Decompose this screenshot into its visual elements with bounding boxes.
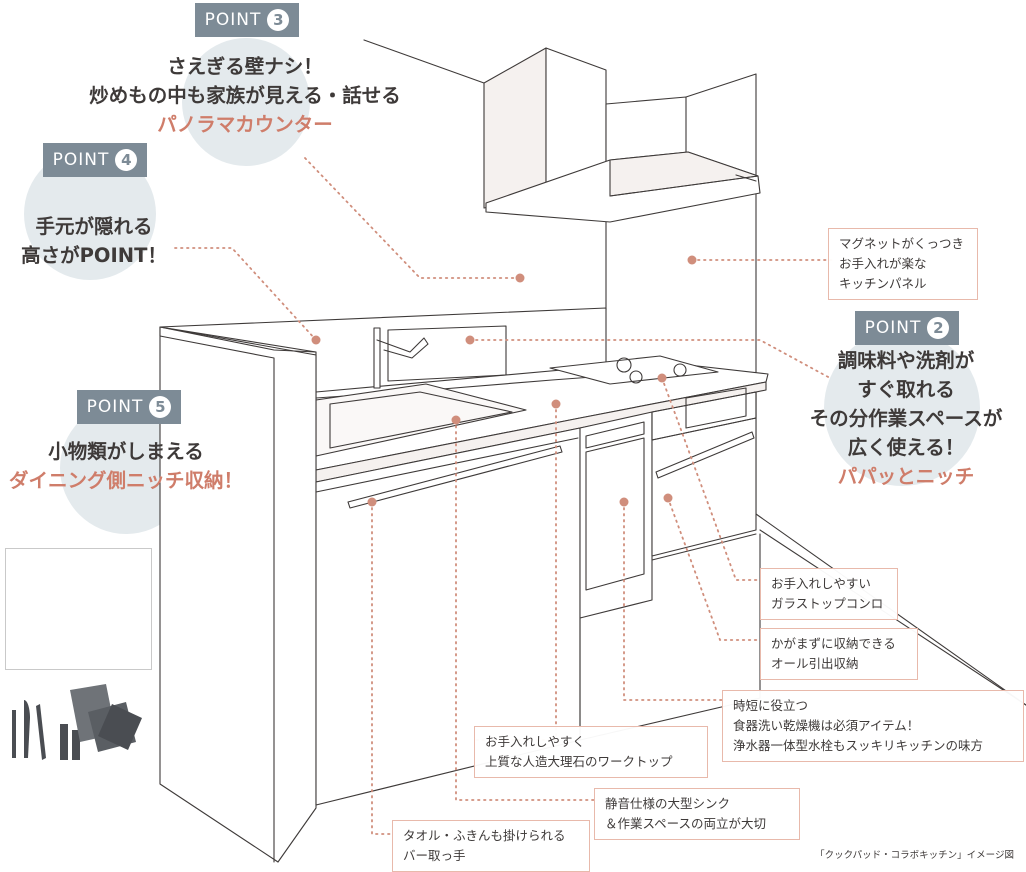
point4-number: 4 <box>115 149 138 171</box>
point2-number: 2 <box>927 317 950 339</box>
note-stove-line-1: お手入れしやすい <box>771 576 871 591</box>
note-dishwasher: 時短に役立つ 食器洗い乾燥機は必須アイテム！ 浄水器一体型水栓もスッキリキッチン… <box>722 690 1024 762</box>
point3-tag: POINT 3 <box>195 3 299 37</box>
point2-heading: 調味料や洗剤が すぐ取れる その分作業スペースが 広く使える！ パパッとニッチ <box>790 346 1022 491</box>
point5-heading: 小物類がしまえる ダイニング側ニッチ収納！ <box>0 437 252 495</box>
point5-number: 5 <box>149 396 172 418</box>
point3-line-1: さえぎる壁ナシ！ <box>167 55 323 78</box>
point3-number: 3 <box>267 9 290 31</box>
point4-heading: 手元が隠れる 高さがPOINT！ <box>10 212 178 270</box>
note-kitchen-panel: マグネットがくっつき お手入れが楽な キッチンパネル <box>828 228 978 300</box>
point4-tag: POINT 4 <box>43 143 147 177</box>
point3-accent: パノラマカウンター <box>157 113 333 136</box>
wall-line-left <box>363 39 485 84</box>
end-panel <box>159 326 317 863</box>
point2-accent: パパッとニッチ <box>837 465 975 488</box>
point2-line-2: すぐ取れる <box>857 378 955 401</box>
note-towelbar-line-2: バー取っ手 <box>403 848 466 863</box>
note-panel-line-2: お手入れが楽な <box>839 256 927 271</box>
point3-heading: さえぎる壁ナシ！ 炒めもの中も家族が見える・話せる パノラマカウンター <box>40 52 450 139</box>
inset-frame <box>5 548 152 670</box>
point3-bubble <box>182 38 310 166</box>
point2-bubble <box>824 330 980 486</box>
note-drawer-storage: かがまずに収納できる オール引出収納 <box>760 628 918 680</box>
note-sink-line-1: 静音仕様の大型シンク <box>605 796 731 811</box>
note-worktop-line-1: お手入れしやすく <box>485 734 585 749</box>
cooktop <box>549 355 719 385</box>
note-drawer-line-1: かがまずに収納できる <box>771 636 896 651</box>
dishwasher <box>579 411 653 619</box>
point5-label: POINT <box>86 397 144 417</box>
faucet <box>373 327 381 389</box>
drawer-handle <box>655 431 755 479</box>
point3-line-2: 炒めもの中も家族が見える・話せる <box>89 84 401 107</box>
range-hood-duct <box>605 96 687 163</box>
point2-line-4: 広く使える！ <box>847 436 965 459</box>
note-glass-top-stove: お手入れしやすい ガラストップコンロ <box>760 568 898 620</box>
note-drawer-line-2: オール引出収納 <box>771 656 859 671</box>
point5-line-1: 小物類がしまえる <box>48 440 204 463</box>
point3-label: POINT <box>204 10 262 30</box>
point2-line-1: 調味料や洗剤が <box>837 349 975 372</box>
point4-label: POINT <box>52 150 110 170</box>
note-towel-bar: タオル・ふきんも掛けられる バー取っ手 <box>392 820 590 872</box>
note-dishwasher-line-2: 食器洗い乾燥機は必須アイテム！ <box>733 718 920 733</box>
note-panel-line-3: キッチンパネル <box>839 276 927 291</box>
point2-line-3: その分作業スペースが <box>809 407 1003 430</box>
note-panel-line-1: マグネットがくっつき <box>839 236 965 251</box>
utensils-icon <box>12 684 142 760</box>
point5-accent: ダイニング側ニッチ収納！ <box>8 469 243 492</box>
point4-line-2: 高さがPOINT！ <box>21 244 167 267</box>
point2-tag: POINT 2 <box>855 311 959 345</box>
note-sink-line-2: ＆作業スペースの両立が大切 <box>605 816 767 831</box>
image-credit: 「クックパッド・コラボキッチン」イメージ図 <box>815 850 1014 861</box>
note-dishwasher-line-3: 浄水器一体型水栓もスッキリキッチンの味方 <box>733 738 984 753</box>
point2-label: POINT <box>864 318 922 338</box>
note-sink: 静音仕様の大型シンク ＆作業スペースの両立が大切 <box>594 788 800 840</box>
note-worktop: お手入れしやすく 上質な人造大理石のワークトップ <box>474 726 708 778</box>
point5-tag: POINT 5 <box>77 390 181 424</box>
note-dishwasher-line-1: 時短に役立つ <box>733 698 809 713</box>
note-worktop-line-2: 上質な人造大理石のワークトップ <box>485 754 673 769</box>
point4-line-1: 手元が隠れる <box>35 215 153 238</box>
note-stove-line-2: ガラストップコンロ <box>771 596 884 611</box>
towel-bar-handle <box>347 445 563 509</box>
note-towelbar-line-1: タオル・ふきんも掛けられる <box>403 828 566 843</box>
upper-cabinet <box>483 47 547 209</box>
